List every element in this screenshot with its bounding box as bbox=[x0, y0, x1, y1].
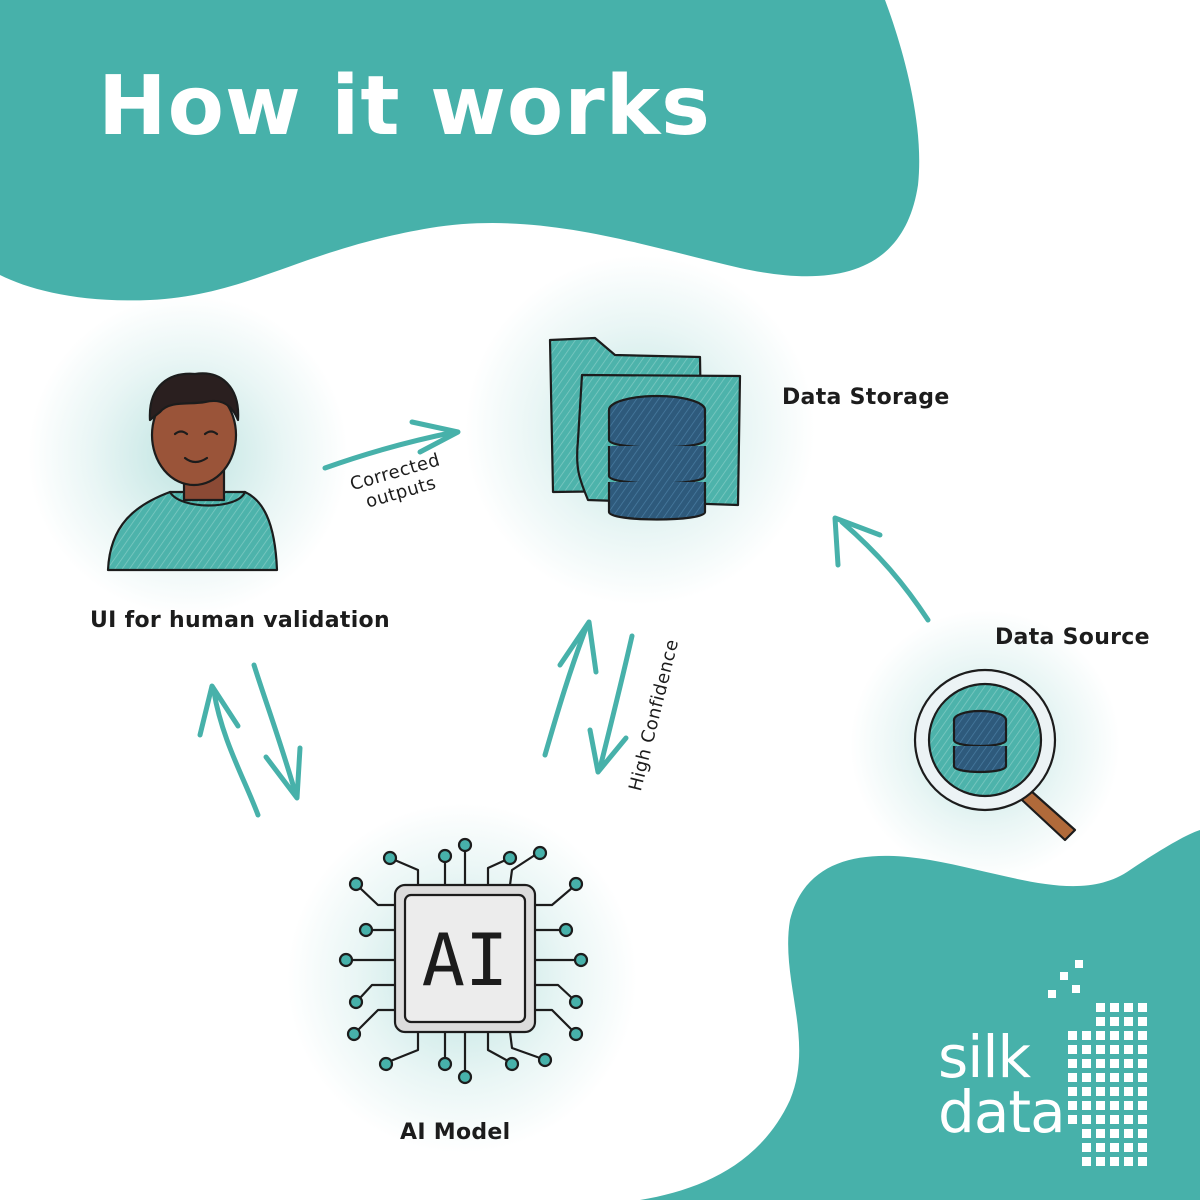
arrow-ui-to-ai bbox=[251, 662, 299, 798]
header-blob bbox=[0, 0, 920, 301]
logo-dot bbox=[1124, 1115, 1133, 1124]
logo-dot bbox=[1138, 1073, 1147, 1082]
logo-dot bbox=[1138, 1045, 1147, 1054]
logo-dot bbox=[1096, 1031, 1105, 1040]
logo-dot bbox=[1068, 1059, 1077, 1068]
logo-dot bbox=[1096, 1045, 1105, 1054]
logo-dot bbox=[1124, 1059, 1133, 1068]
logo-dot bbox=[1068, 1087, 1077, 1096]
logo-dot bbox=[1110, 1045, 1119, 1054]
logo-dot bbox=[1082, 1157, 1091, 1166]
logo-dot bbox=[1110, 1073, 1119, 1082]
logo-dot bbox=[1096, 1115, 1105, 1124]
logo-dot bbox=[1138, 1101, 1147, 1110]
label-ui-validation: UI for human validation bbox=[90, 608, 390, 633]
logo-dot bbox=[1138, 1017, 1147, 1026]
logo-dot bbox=[1082, 1073, 1091, 1082]
logo-dot bbox=[1138, 1143, 1147, 1152]
logo-dot bbox=[1096, 1129, 1105, 1138]
chip-label: AI bbox=[422, 918, 509, 1002]
logo-dot bbox=[1124, 1157, 1133, 1166]
arrow-ai-to-storage bbox=[542, 625, 589, 758]
logo-dot bbox=[1110, 1143, 1119, 1152]
logo-dot bbox=[1082, 1031, 1091, 1040]
logo-dot bbox=[1082, 1129, 1091, 1138]
label-ai-model: AI Model bbox=[400, 1120, 511, 1145]
arrow-ui-to-storage bbox=[322, 429, 458, 471]
person-icon bbox=[106, 372, 279, 572]
logo-dot bbox=[1075, 960, 1083, 968]
logo-dot bbox=[1082, 1059, 1091, 1068]
logo-dot bbox=[1110, 1101, 1119, 1110]
ai-chip-icon: AI bbox=[338, 837, 589, 1085]
arrow-storage-to-ai bbox=[597, 633, 635, 771]
logo-dot bbox=[1096, 1101, 1105, 1110]
logo-dot bbox=[1138, 1115, 1147, 1124]
logo-text: silk data bbox=[938, 1023, 1066, 1147]
logo-dot bbox=[1068, 1101, 1077, 1110]
logo-dot bbox=[1082, 1115, 1091, 1124]
logo-dot bbox=[1110, 1031, 1119, 1040]
logo-dot bbox=[1110, 1129, 1119, 1138]
logo-dot bbox=[1048, 990, 1056, 998]
logo-dot bbox=[1124, 1129, 1133, 1138]
magnifier-database-icon bbox=[913, 668, 1077, 842]
logo-dot bbox=[1096, 1087, 1105, 1096]
logo-dot bbox=[1110, 1157, 1119, 1166]
label-data-source: Data Source bbox=[995, 625, 1150, 650]
logo-dot bbox=[1060, 972, 1068, 980]
page-title: How it works bbox=[98, 59, 711, 154]
logo-dot bbox=[1068, 1073, 1077, 1082]
logo-dot bbox=[1124, 1143, 1133, 1152]
arrow-ai-to-ui bbox=[211, 689, 261, 818]
folder-database-icon bbox=[548, 336, 742, 521]
logo-dot bbox=[1124, 1003, 1133, 1012]
logo-dot bbox=[1124, 1045, 1133, 1054]
logo-dot bbox=[1138, 1087, 1147, 1096]
logo-dot bbox=[1068, 1031, 1077, 1040]
logo-dot bbox=[1082, 1143, 1091, 1152]
logo-dot bbox=[1082, 1045, 1091, 1054]
logo-dot bbox=[1138, 1059, 1147, 1068]
logo-dot bbox=[1124, 1073, 1133, 1082]
logo-dot bbox=[1068, 1045, 1077, 1054]
logo-dot bbox=[1096, 1017, 1105, 1026]
logo-dot bbox=[1138, 1129, 1147, 1138]
logo-dot bbox=[1138, 1031, 1147, 1040]
logo-line-1: silk bbox=[938, 1023, 1031, 1091]
logo-dot bbox=[1110, 1115, 1119, 1124]
arrow-source-to-storage bbox=[839, 519, 931, 623]
silk-data-logo bbox=[1048, 960, 1147, 1166]
logo-dot bbox=[1110, 1087, 1119, 1096]
logo-dot bbox=[1124, 1101, 1133, 1110]
logo-dot bbox=[1096, 1003, 1105, 1012]
logo-dot bbox=[1138, 1157, 1147, 1166]
logo-dot bbox=[1124, 1087, 1133, 1096]
logo-dot bbox=[1124, 1031, 1133, 1040]
logo-dot bbox=[1068, 1115, 1077, 1124]
logo-dot bbox=[1110, 1003, 1119, 1012]
logo-dot bbox=[1072, 985, 1080, 993]
logo-blob bbox=[640, 830, 1200, 1200]
logo-dot bbox=[1096, 1143, 1105, 1152]
logo-dot bbox=[1082, 1101, 1091, 1110]
logo-dot bbox=[1110, 1059, 1119, 1068]
logo-dot bbox=[1110, 1017, 1119, 1026]
label-data-storage: Data Storage bbox=[782, 385, 950, 410]
logo-dot bbox=[1082, 1087, 1091, 1096]
logo-dot bbox=[1124, 1017, 1133, 1026]
logo-dot bbox=[1096, 1073, 1105, 1082]
logo-dot bbox=[1096, 1059, 1105, 1068]
logo-dot bbox=[1096, 1157, 1105, 1166]
logo-dot bbox=[1138, 1003, 1147, 1012]
arrows bbox=[197, 419, 931, 818]
logo-line-2: data bbox=[938, 1078, 1066, 1147]
